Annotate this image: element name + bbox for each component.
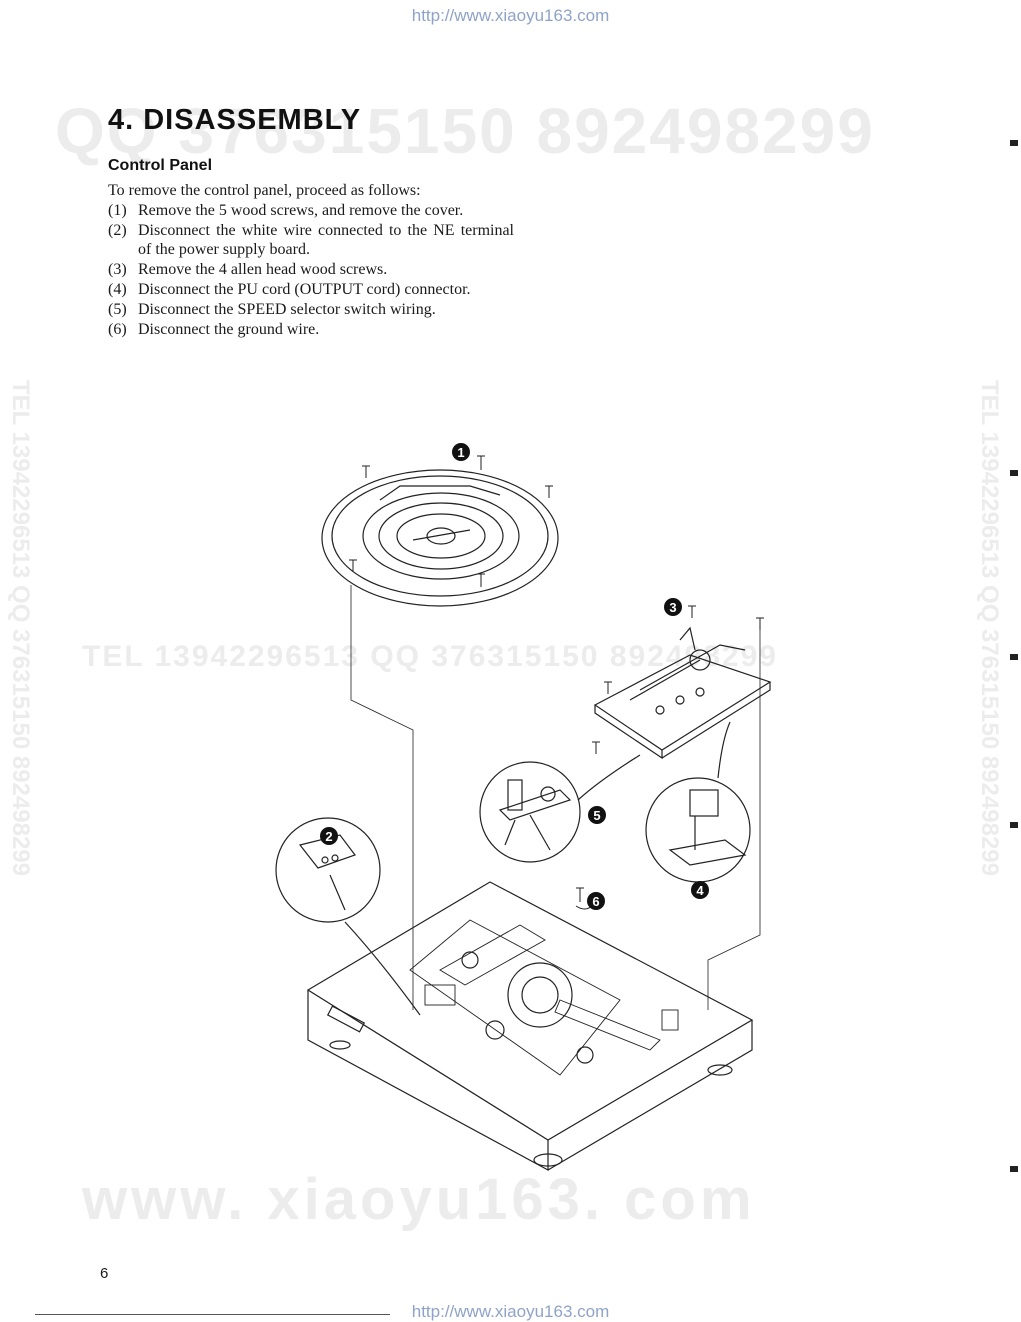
step-item: (2) Disconnect the white wire connected t… (108, 221, 514, 259)
step-item: (5) Disconnect the SPEED selector switch … (108, 300, 514, 319)
watermark-left-vertical: TEL 13942296513 QQ 376315150 892498299 (7, 380, 34, 876)
disassembly-diagram: 1 2 3 4 5 6 (275, 443, 772, 1172)
callout-badges: 1 2 3 4 5 6 (320, 443, 709, 910)
section-title: Control Panel (108, 157, 213, 174)
page-title: 4. DISASSEMBLY (108, 104, 362, 136)
step-item: (6) Disconnect the ground wire. (108, 320, 514, 339)
callout-2: 2 (325, 829, 332, 844)
section-intro: To remove the control panel, proceed as … (108, 182, 421, 199)
control-panel (593, 626, 772, 760)
step-item: (1) Remove the 5 wood screws, and remove … (108, 201, 514, 220)
detail-circle-2 (275, 817, 421, 1016)
step-item: (4) Disconnect the PU cord (OUTPUT cord) … (108, 280, 514, 299)
step-number: (6) (108, 321, 127, 338)
step-number: (3) (108, 261, 127, 278)
step-list: (1) Remove the 5 wood screws, and remove … (108, 201, 514, 340)
step-number: (2) (108, 222, 127, 239)
scan-edge-mark (1010, 1166, 1018, 1172)
scan-edge-mark (1010, 822, 1018, 828)
header-url[interactable]: http://www.xiaoyu163.com (411, 6, 610, 25)
footer-url[interactable]: http://www.xiaoyu163.com (411, 1302, 610, 1321)
detail-circle-5 (479, 754, 641, 863)
callout-3: 3 (669, 600, 676, 615)
step-text: Disconnect the SPEED selector switch wir… (138, 301, 436, 318)
step-number: (5) (108, 301, 127, 318)
callout-5: 5 (593, 808, 600, 823)
step-text: Remove the 5 wood screws, and remove the… (138, 202, 464, 219)
scan-edge-mark (1010, 654, 1018, 660)
step-number: (4) (108, 281, 127, 298)
step-item: (3) Remove the 4 allen head wood screws. (108, 260, 514, 279)
step-text: Disconnect the ground wire. (138, 321, 320, 338)
step-text: Disconnect the PU cord (OUTPUT cord) con… (138, 281, 471, 298)
callout-6: 6 (592, 894, 599, 909)
cover-plate (321, 469, 559, 607)
callout-4: 4 (696, 883, 704, 898)
page-number: 6 (100, 1265, 109, 1282)
callout-1: 1 (457, 445, 464, 460)
watermark-bottom: www. xiaoyu163. com (82, 1167, 756, 1232)
scan-edge-mark (1010, 470, 1018, 476)
detail-circle-4 (645, 721, 751, 883)
cover-screws (349, 455, 553, 587)
watermark-right-vertical: TEL 13942296513 QQ 376315150 892498299 (976, 380, 1003, 876)
turntable-base (306, 881, 754, 1172)
footer-divider (35, 1314, 390, 1315)
step-text: Disconnect the white wire connected to t… (138, 222, 514, 258)
step-text: Remove the 4 allen head wood screws. (138, 261, 388, 278)
step-number: (1) (108, 202, 127, 219)
scan-edge-mark (1010, 140, 1018, 146)
